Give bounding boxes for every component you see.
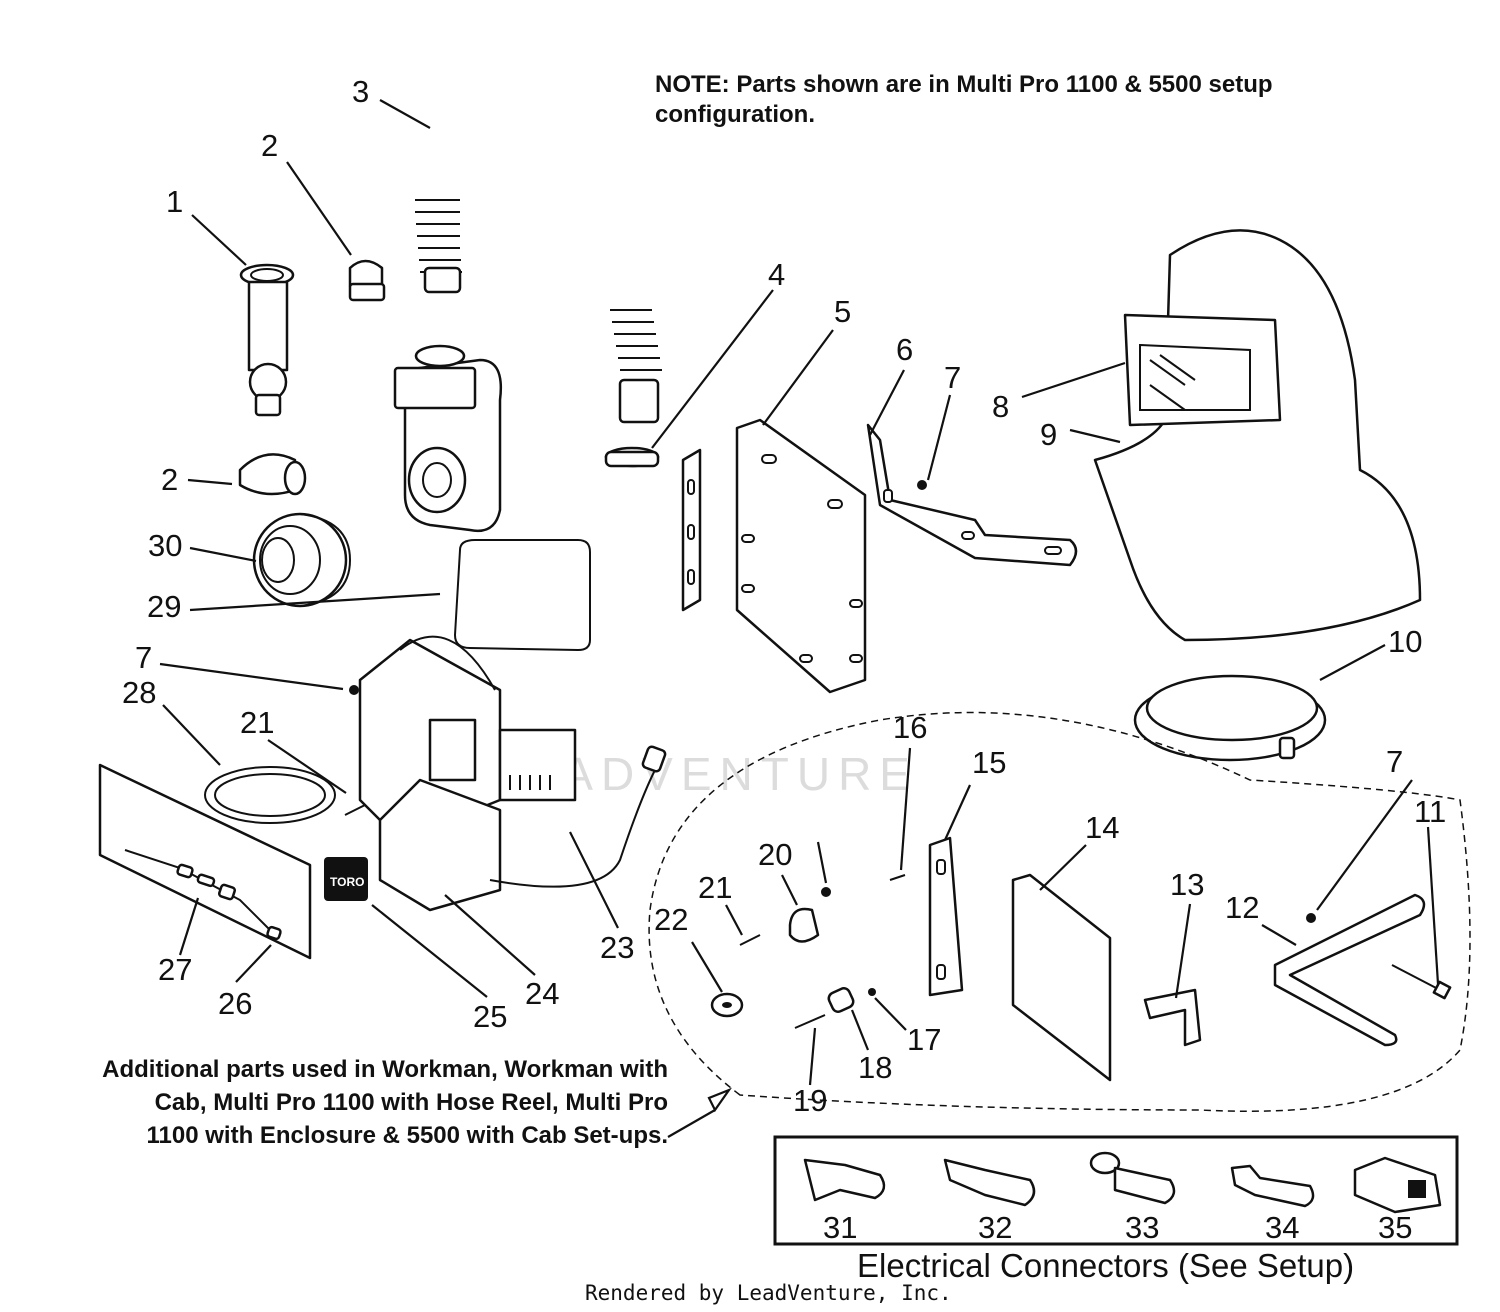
- additional-note-line3: 1100 with Enclosure & 5500 with Cab Set-…: [147, 1122, 669, 1149]
- callout-35: 35: [1378, 1210, 1412, 1245]
- part-bracket-15: [928, 836, 964, 997]
- callout-34: 34: [1265, 1210, 1299, 1245]
- connector-31-icon: [803, 1158, 886, 1202]
- setup-note-line2: configuration.: [655, 101, 815, 128]
- callout-labels: 1 2 2 3 4 5 6 7 7 7 8 9 10 11 12 13 14 1…: [122, 74, 1446, 1245]
- callout-20: 20: [758, 837, 792, 872]
- callout-7-box: 7: [135, 640, 152, 675]
- callout-5: 5: [834, 294, 851, 329]
- callout-15: 15: [972, 745, 1006, 780]
- part-clip-20: [788, 907, 820, 943]
- callout-8: 8: [992, 389, 1009, 424]
- callout-9: 9: [1040, 417, 1057, 452]
- part-hose: [415, 116, 662, 424]
- callout-7-arm: 7: [944, 360, 961, 395]
- callout-23: 23: [600, 930, 634, 965]
- callout-22: 22: [654, 902, 688, 937]
- part-plate-14: [1011, 873, 1112, 1082]
- callout-31: 31: [823, 1210, 857, 1245]
- callout-3: 3: [352, 74, 369, 109]
- callout-16: 16: [893, 710, 927, 745]
- connectors-box: [773, 1135, 1459, 1246]
- part-blower-housing: [393, 344, 503, 533]
- callout-24: 24: [525, 976, 559, 1011]
- callout-21-right: 21: [698, 870, 732, 905]
- callout-13: 13: [1170, 867, 1204, 902]
- connector-33-icon: [1089, 1151, 1176, 1205]
- part-bracket-13: [1143, 988, 1202, 1047]
- part-bolt-11: [1391, 964, 1452, 1000]
- part-gasket: [453, 539, 591, 652]
- connector-35-icon: [1353, 1156, 1442, 1214]
- callout-2-lower: 2: [161, 462, 178, 497]
- part-fuse-holder: [124, 849, 282, 941]
- part-bracket-12: [1273, 893, 1426, 1047]
- callout-21-left: 21: [240, 705, 274, 740]
- part-headband: [1133, 674, 1327, 762]
- additional-note-line1: Additional parts used in Workman, Workma…: [102, 1056, 668, 1083]
- callout-29: 29: [147, 589, 181, 624]
- part-plug-upper: [348, 259, 386, 302]
- part-wire-harness: [98, 763, 336, 960]
- callout-30: 30: [148, 528, 182, 563]
- callout-18: 18: [858, 1050, 892, 1085]
- part-control-box: [358, 635, 577, 912]
- render-credit: Rendered by LeadVenture, Inc.: [585, 1281, 952, 1305]
- setup-note-line1: NOTE: Parts shown are in Multi Pro 1100 …: [655, 71, 1273, 98]
- part-washer-22: [710, 992, 744, 1018]
- part-filter-round: [252, 512, 352, 608]
- part-spacer-18: [827, 987, 855, 1013]
- part-mounting-plate: [735, 418, 867, 694]
- callout-33: 33: [1125, 1210, 1159, 1245]
- leader-lines: [159, 99, 1440, 1138]
- callout-27: 27: [158, 952, 192, 987]
- callout-28: 28: [122, 675, 156, 710]
- part-filter-cartridge: [239, 263, 295, 417]
- callout-2-upper: 2: [261, 128, 278, 163]
- part-plug-lower: [238, 453, 307, 496]
- callout-10: 10: [1388, 624, 1422, 659]
- callout-19: 19: [793, 1083, 827, 1118]
- part-toro-decal: TORO: [324, 857, 368, 901]
- toro-decal-text: TORO: [330, 875, 364, 889]
- connector-34-icon: [1230, 1164, 1315, 1208]
- part-small-bolts: [344, 480, 1316, 1029]
- callout-17: 17: [907, 1022, 941, 1057]
- callout-14: 14: [1085, 810, 1119, 845]
- part-hood: [1093, 229, 1422, 642]
- part-vertical-strip: [681, 448, 702, 612]
- part-bracket-arm: [866, 423, 1078, 567]
- callout-12: 12: [1225, 890, 1259, 925]
- setup-boundary: [648, 711, 1471, 1112]
- part-ground-wire: [489, 745, 667, 888]
- callout-11: 11: [1414, 794, 1446, 829]
- connector-32-icon: [943, 1158, 1036, 1207]
- callout-25: 25: [473, 999, 507, 1034]
- callout-4: 4: [768, 257, 785, 292]
- callout-26: 26: [218, 986, 252, 1021]
- callout-32: 32: [978, 1210, 1012, 1245]
- part-hose-clamp: [604, 446, 660, 468]
- callout-7-right: 7: [1386, 744, 1403, 779]
- additional-note-line2: Cab, Multi Pro 1100 with Hose Reel, Mult…: [155, 1089, 668, 1116]
- callout-6: 6: [896, 332, 913, 367]
- connectors-caption: Electrical Connectors (See Setup): [857, 1247, 1354, 1284]
- callout-1: 1: [166, 184, 183, 219]
